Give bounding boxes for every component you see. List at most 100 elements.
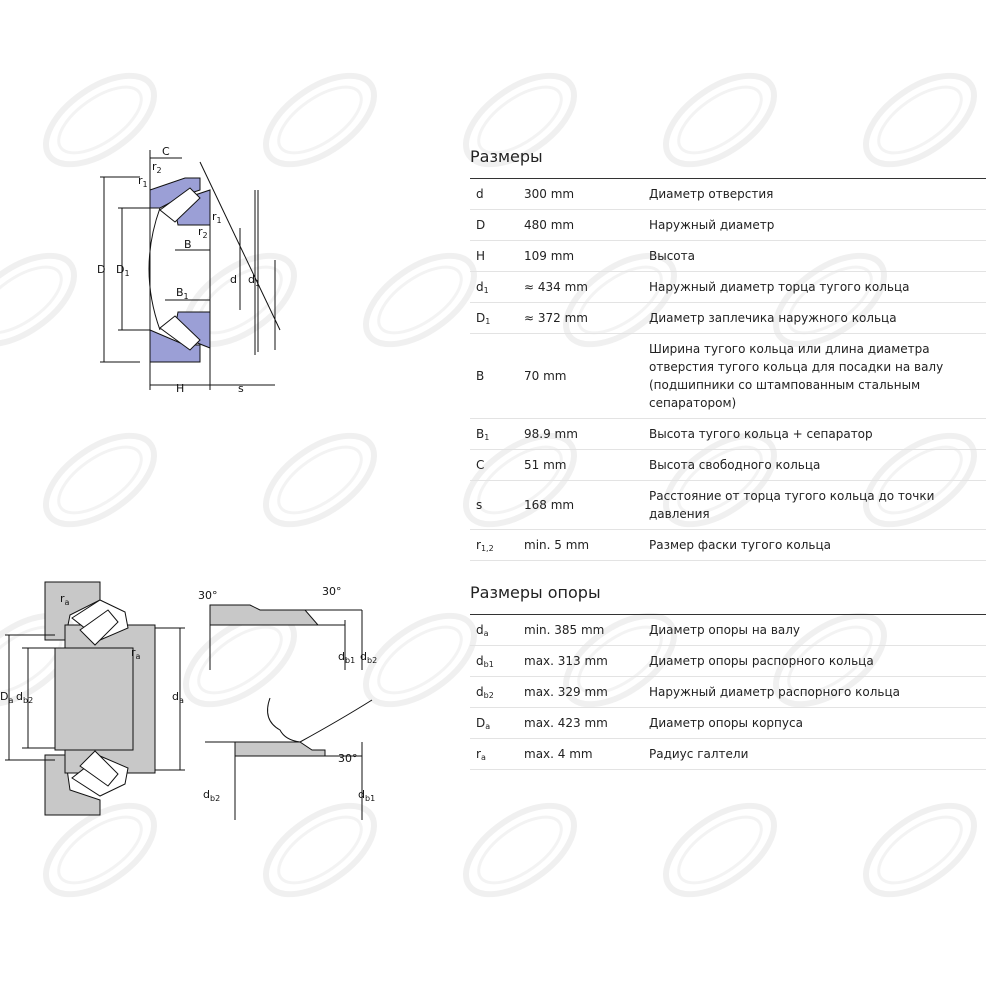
value-cell: max. 4 mm (524, 738, 649, 770)
symbol: d (476, 279, 484, 294)
value-cell: max. 313 mm (524, 645, 649, 677)
description-cell: Диаметр опоры корпуса (649, 707, 986, 739)
symbol: d (476, 187, 484, 201)
value-cell: min. 5 mm (524, 529, 649, 561)
symbol-cell: H (470, 240, 524, 272)
symbol-subscript: a (483, 628, 489, 638)
symbol-cell: B1 (470, 418, 524, 450)
value-cell: 98.9 mm (524, 418, 649, 450)
symbol: C (476, 458, 485, 472)
value-cell: min. 385 mm (524, 614, 649, 646)
description-cell: Наружный диаметр (649, 209, 986, 241)
symbol: B (476, 426, 485, 441)
symbol-cell: ra (470, 738, 524, 770)
symbol-cell: d1 (470, 271, 524, 303)
symbol-cell: B (470, 333, 524, 419)
value-cell: ≈ 434 mm (524, 271, 649, 303)
angle-30-bottom: 30° (338, 752, 358, 765)
symbol: r (476, 746, 481, 761)
dimensions-title: Размеры (470, 147, 543, 166)
dim-s-label: s (238, 382, 244, 395)
symbol-cell: da (470, 614, 524, 646)
description-cell: Наружный диаметр распорного кольца (649, 676, 986, 708)
symbol-subscript: a (480, 752, 486, 762)
symbol: D (476, 715, 486, 730)
value-cell: 109 mm (524, 240, 649, 272)
symbol-subscript: 1,2 (480, 543, 494, 553)
description-cell: Высота (649, 240, 986, 272)
description-cell: Высота свободного кольца (649, 449, 986, 481)
symbol-subscript: 1 (483, 285, 489, 295)
value-cell: 70 mm (524, 333, 649, 419)
dim-r1-right-label: r1 (212, 210, 222, 225)
Da-label: Da (0, 690, 13, 705)
db2-top-label: db2 (360, 650, 377, 665)
symbol-subscript: b2 (483, 690, 494, 700)
symbol-subscript: 1 (485, 316, 491, 326)
db2-left-label: db2 (16, 690, 33, 705)
value-cell: 51 mm (524, 449, 649, 481)
symbol-cell: Da (470, 707, 524, 739)
ra-top-label: ra (60, 592, 70, 607)
symbol: B (476, 369, 485, 383)
description-cell: Диаметр опоры распорного кольца (649, 645, 986, 677)
symbol: D (476, 218, 486, 232)
dim-r1-label: r1 (138, 174, 148, 189)
symbol-subscript: b1 (483, 659, 494, 669)
dim-d1-label: d1 (248, 273, 260, 288)
dim-r2-label: r2 (152, 160, 162, 175)
db1-top-label: db1 (338, 650, 355, 665)
symbol: r (476, 537, 481, 552)
symbol-cell: db2 (470, 676, 524, 708)
dim-B1-label: B1 (176, 286, 189, 301)
description-cell: Ширина тугого кольца или длина диаметра … (649, 333, 986, 419)
description-cell: Радиус галтели (649, 738, 986, 770)
value-cell: 480 mm (524, 209, 649, 241)
description-cell: Высота тугого кольца + сепаратор (649, 418, 986, 450)
symbol-cell: db1 (470, 645, 524, 677)
value-cell: 168 mm (524, 480, 649, 530)
symbol: s (476, 498, 483, 512)
dim-C-label: C (162, 145, 170, 158)
value-cell: max. 423 mm (524, 707, 649, 739)
description-cell: Диаметр отверстия (649, 178, 986, 210)
da-label: da (172, 690, 184, 705)
symbol-subscript: a (485, 721, 491, 731)
symbol: D (476, 310, 486, 325)
description-cell: Диаметр заплечика наружного кольца (649, 302, 986, 334)
dim-D1-label: D1 (116, 263, 130, 278)
abutment-title: Размеры опоры (470, 583, 601, 602)
dim-B-label: B (184, 238, 192, 251)
db2-bottom-label: db2 (203, 788, 220, 803)
symbol: d (476, 622, 484, 637)
symbol-subscript: 1 (484, 432, 490, 442)
ra-shaft-label: ra (131, 646, 141, 661)
spacer-detail-drawing: 30° 30° 30° db1 db2 db2 db1 (198, 585, 377, 820)
symbol-cell: D (470, 209, 524, 241)
description-cell: Размер фаски тугого кольца (649, 529, 986, 561)
db1-bottom-label: db1 (358, 788, 375, 803)
value-cell: max. 329 mm (524, 676, 649, 708)
symbol-cell: D1 (470, 302, 524, 334)
bearing-cross-section-drawing: C r2 r1 r1 r2 B B1 D D1 d d1 H s (97, 145, 281, 395)
symbol: H (476, 249, 486, 263)
dim-r2-right-label: r2 (198, 225, 208, 240)
symbol: d (476, 653, 484, 668)
